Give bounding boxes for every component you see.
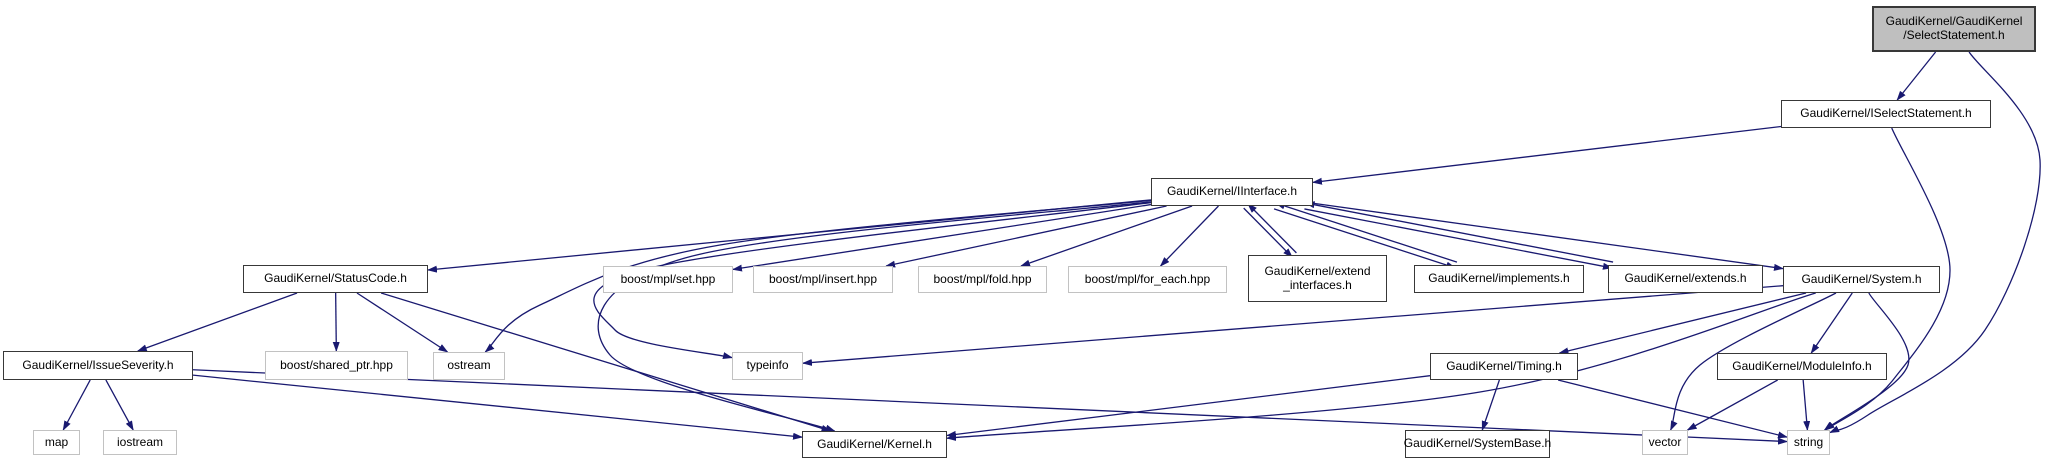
node-label: GaudiKernel/ModuleInfo.h	[1732, 358, 1872, 373]
node-label: GaudiKernel/extends.h	[1624, 271, 1747, 286]
node-statuscode[interactable]: GaudiKernel/StatusCode.h	[243, 265, 428, 293]
edge-system-typeinfo	[802, 285, 1784, 366]
edge-iinterface-implements	[1273, 208, 1457, 269]
node-label: GaudiKernel/extend	[1264, 263, 1371, 278]
node-system[interactable]: GaudiKernel/System.h	[1783, 266, 1940, 293]
edge-system-string	[1823, 292, 1910, 431]
node-label: iostream	[116, 434, 163, 449]
node-iinterface[interactable]: GaudiKernel/IInterface.h	[1151, 178, 1313, 206]
node-label: map	[44, 434, 69, 449]
node-label: _interfaces.h	[1283, 277, 1352, 292]
edge-extend_interfaces-iinterface	[1247, 203, 1297, 254]
node-label: boost/mpl/set.hpp	[620, 271, 716, 286]
node-iselect_statement[interactable]: GaudiKernel/ISelectStatement.h	[1781, 100, 1991, 128]
node-label: GaudiKernel/IssueSeverity.h	[22, 357, 174, 372]
edge-iinterface-kernel	[597, 201, 1152, 432]
node-iostream: iostream	[103, 430, 177, 455]
edge-system-kernel	[946, 292, 1816, 441]
node-systembase[interactable]: GaudiKernel/SystemBase.h	[1403, 430, 1552, 458]
edge-iinterface-mpl_insert	[885, 205, 1167, 268]
edge-issue_severity-map	[62, 379, 91, 431]
edge-moduleinfo-string	[1802, 379, 1811, 431]
node-label: GaudiKernel/SystemBase.h	[1403, 436, 1552, 451]
node-vector: vector	[1642, 430, 1688, 455]
node-label: GaudiKernel/StatusCode.h	[264, 271, 407, 286]
node-label: typeinfo	[746, 358, 789, 373]
edge-timing-systembase	[1481, 379, 1500, 431]
edge-iinterface-system	[1312, 202, 1784, 271]
node-label: GaudiKernel/IInterface.h	[1166, 184, 1298, 199]
edge-system-vector	[1670, 292, 1837, 431]
node-mpl_set: boost/mpl/set.hpp	[603, 266, 733, 293]
edge-iselect_statement-string	[1824, 127, 1951, 431]
node-typeinfo: typeinfo	[732, 352, 803, 380]
edge-iselect_statement-iinterface	[1312, 125, 1782, 185]
node-mpl_for_each: boost/mpl/for_each.hpp	[1068, 266, 1227, 293]
edge-iinterface-mpl_set	[732, 203, 1152, 272]
node-label: GaudiKernel/implements.h	[1428, 271, 1570, 286]
edge-timing-kernel	[946, 375, 1431, 438]
edge-statuscode-issue_severity	[136, 292, 298, 352]
node-label: GaudiKernel/System.h	[1801, 271, 1922, 286]
node-kernel[interactable]: GaudiKernel/Kernel.h	[802, 431, 947, 458]
node-mpl_insert: boost/mpl/insert.hpp	[753, 266, 893, 293]
node-label: ostream	[447, 358, 491, 373]
edge-iinterface-mpl_for_each	[1159, 205, 1219, 267]
node-extends[interactable]: GaudiKernel/extends.h	[1608, 265, 1763, 293]
edge-select_statement-string	[1829, 51, 2041, 434]
edge-timing-string	[1557, 379, 1788, 439]
edge-iinterface-extends	[1304, 208, 1613, 270]
node-issue_severity[interactable]: GaudiKernel/IssueSeverity.h	[3, 351, 193, 380]
node-shared_ptr: boost/shared_ptr.hpp	[265, 351, 408, 380]
node-extend_interfaces[interactable]: GaudiKernel/extend_interfaces.h	[1248, 255, 1387, 302]
node-label: boost/shared_ptr.hpp	[280, 357, 393, 372]
edge-iinterface-ostream	[484, 199, 1152, 353]
node-label: vector	[1648, 434, 1682, 449]
edge-issue_severity-kernel	[192, 374, 803, 440]
node-timing[interactable]: GaudiKernel/Timing.h	[1430, 353, 1578, 380]
node-label: GaudiKernel/ISelectStatement.h	[1800, 106, 1972, 121]
edge-issue_severity-iostream	[105, 379, 134, 431]
edge-iinterface-mpl_fold	[1020, 205, 1193, 267]
edge-system-moduleinfo	[1810, 292, 1853, 354]
edge-iinterface-extend_interfaces	[1243, 207, 1293, 258]
node-label: string	[1793, 434, 1824, 449]
node-select_statement: GaudiKernel/GaudiKernel/SelectStatement.…	[1872, 6, 2036, 52]
node-label: boost/mpl/insert.hpp	[768, 271, 878, 286]
node-string: string	[1787, 430, 1830, 455]
node-mpl_fold: boost/mpl/fold.hpp	[918, 266, 1047, 293]
node-moduleinfo[interactable]: GaudiKernel/ModuleInfo.h	[1717, 353, 1887, 380]
edge-moduleinfo-vector	[1686, 379, 1778, 431]
node-ostream: ostream	[433, 352, 505, 380]
edge-extends-iinterface	[1304, 201, 1614, 263]
node-label: GaudiKernel/Kernel.h	[817, 436, 932, 451]
node-implements[interactable]: GaudiKernel/implements.h	[1414, 265, 1584, 293]
edge-select_statement-iselect_statement	[1896, 51, 1937, 101]
node-label: /SelectStatement.h	[1903, 28, 2005, 42]
edge-statuscode-shared_ptr	[332, 292, 340, 352]
edge-implements-iinterface	[1274, 202, 1458, 263]
node-map: map	[33, 430, 80, 455]
node-label: GaudiKernel/Timing.h	[1446, 358, 1562, 373]
node-label: GaudiKernel/GaudiKernel	[1885, 14, 2023, 29]
edge-statuscode-kernel	[380, 292, 832, 432]
edge-issue_severity-string	[192, 369, 1788, 445]
node-label: boost/mpl/for_each.hpp	[1084, 271, 1211, 286]
edge-statuscode-ostream	[356, 292, 449, 353]
node-label: boost/mpl/fold.hpp	[933, 271, 1032, 286]
edge-system-timing	[1558, 292, 1807, 355]
